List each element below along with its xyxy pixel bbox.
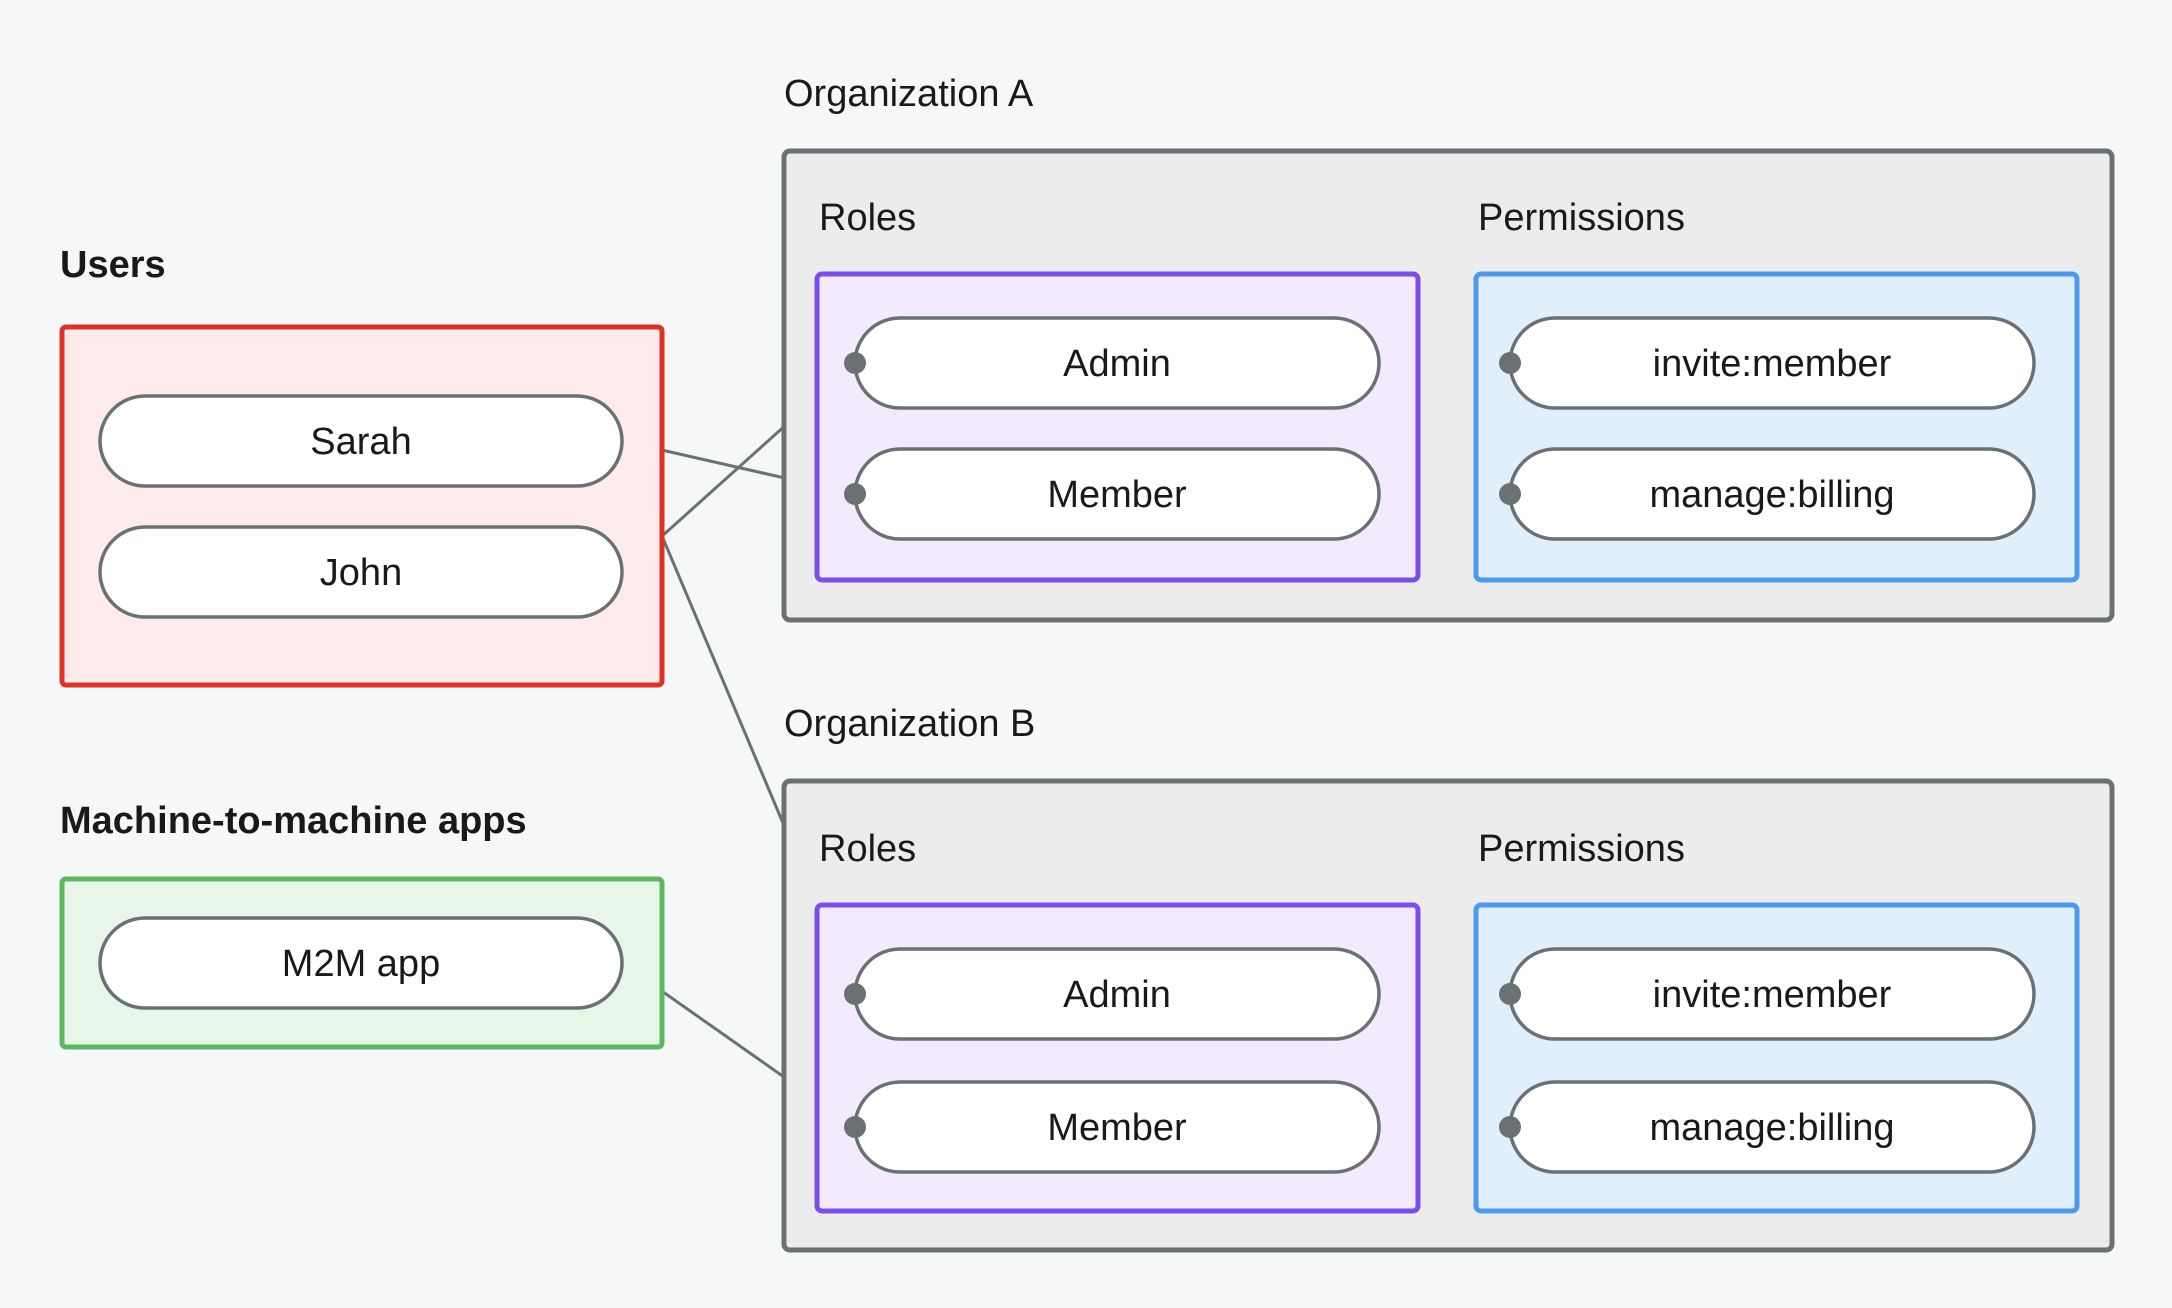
role-node-orga-admin[interactable]: Admin — [853, 316, 1381, 410]
permission-node-orgb-billing-label: manage:billing — [1649, 1107, 1894, 1149]
organization-a-permissions-label: Permissions — [1478, 197, 1685, 239]
role-node-orgb-member[interactable]: Member — [853, 1080, 1381, 1174]
users-container — [59, 324, 665, 688]
permission-node-orgb-invite[interactable]: invite:member — [1508, 947, 2036, 1041]
user-node-sarah-label: Sarah — [310, 421, 411, 463]
user-node-john-shape — [98, 525, 624, 619]
edge-anchor-layer — [844, 352, 1521, 1138]
role-node-orga-admin-label: Admin — [1063, 343, 1171, 385]
m2m-node-app-shape — [98, 916, 624, 1010]
organization-a-title: Organization A — [784, 73, 1034, 115]
organization-b-permissions-label: Permissions — [1478, 828, 1685, 870]
role-node-orgb-member-label: Member — [1047, 1107, 1187, 1149]
user-node-sarah[interactable]: Sarah — [98, 394, 624, 488]
organization-a-roles-label: Roles — [819, 197, 916, 239]
m2m-group: Machine-to-machine apps M2M app — [59, 800, 665, 1050]
permission-node-orgb-invite-label: invite:member — [1653, 974, 1892, 1016]
organization-a: Organization A Roles Admin Member Permis… — [781, 73, 2115, 623]
role-node-orgb-admin[interactable]: Admin — [853, 947, 1381, 1041]
anchor-dot-orgb-invite-in — [1499, 983, 1521, 1005]
organization-b-roles-label: Roles — [819, 828, 916, 870]
m2m-node-app-label: M2M app — [282, 943, 440, 985]
anchor-dot-orgb-admin-in — [844, 983, 866, 1005]
permission-node-orga-invite[interactable]: invite:member — [1508, 316, 2036, 410]
anchor-dot-orga-admin-in — [844, 352, 866, 374]
m2m-group-title: Machine-to-machine apps — [60, 800, 527, 842]
anchor-dot-orga-billing-in — [1499, 483, 1521, 505]
role-node-orgb-admin-label: Admin — [1063, 974, 1171, 1016]
permission-node-orga-billing-label: manage:billing — [1649, 474, 1894, 516]
anchor-dot-orgb-member-in — [844, 1116, 866, 1138]
user-node-sarah-shape — [98, 394, 624, 488]
users-group: Users Sarah John — [59, 244, 665, 688]
users-group-title: Users — [60, 244, 166, 286]
organization-b: Organization B Roles Admin Member Permis… — [781, 703, 2115, 1253]
permission-node-orga-invite-label: invite:member — [1653, 343, 1892, 385]
role-node-orga-member[interactable]: Member — [853, 447, 1381, 541]
anchor-dot-orgb-billing-in — [1499, 1116, 1521, 1138]
organization-b-title: Organization B — [784, 703, 1035, 745]
role-node-orga-member-label: Member — [1047, 474, 1187, 516]
user-node-john[interactable]: John — [98, 525, 624, 619]
m2m-node-app[interactable]: M2M app — [98, 916, 624, 1010]
permission-node-orgb-billing[interactable]: manage:billing — [1508, 1080, 2036, 1174]
permission-node-orga-billing[interactable]: manage:billing — [1508, 447, 2036, 541]
user-node-john-label: John — [320, 552, 402, 594]
anchor-dot-orga-member-in — [844, 483, 866, 505]
anchor-dot-orga-invite-in — [1499, 352, 1521, 374]
